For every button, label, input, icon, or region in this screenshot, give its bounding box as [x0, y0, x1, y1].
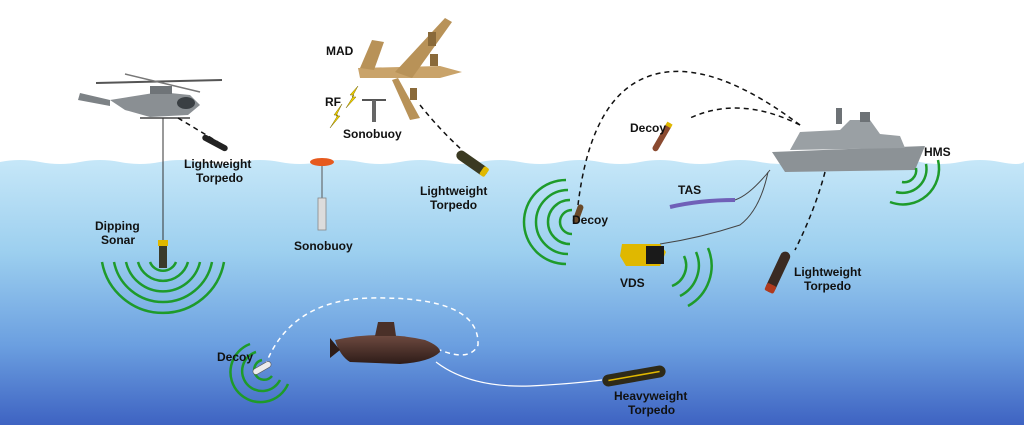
decoy-sea-rings [522, 178, 573, 266]
aircraft-lightweight-torpedo [456, 150, 489, 177]
label-lightweight-torpedo-heli-1: Lightweight [184, 157, 251, 171]
ship-lightweight-torpedo [764, 251, 791, 294]
submarine [330, 322, 440, 364]
heavyweight-torpedo-wire [435, 361, 603, 387]
tas-array [669, 198, 736, 209]
label-mad: MAD [326, 44, 354, 58]
label-hms: HMS [924, 145, 951, 159]
vds-cable [659, 171, 769, 245]
label-lightweight-torpedo-ship-2: Torpedo [804, 279, 851, 293]
label-decoy-air: Decoy [630, 121, 666, 135]
label-sonobuoy-air: Sonobuoy [343, 127, 402, 141]
label-dipping-sonar-1: Dipping [95, 219, 140, 233]
heli-lightweight-torpedo [202, 134, 228, 152]
heavyweight-torpedo [602, 365, 666, 387]
tas-cable [734, 169, 771, 201]
air-sonobuoy [362, 99, 386, 122]
label-lightweight-torpedo-ship-1: Lightweight [794, 265, 861, 279]
dipping-sonar-rings [100, 261, 226, 315]
label-decoy-sub: Decoy [217, 350, 253, 364]
label-decoy-sea: Decoy [572, 213, 608, 227]
vds-sonar-rings [671, 247, 713, 308]
label-lightweight-torpedo-plane-2: Torpedo [430, 198, 477, 212]
frigate [772, 108, 925, 172]
vds-body [620, 244, 666, 266]
decoy-short-path [689, 107, 801, 126]
dipping-sonar-body [158, 240, 168, 268]
label-vds: VDS [620, 276, 645, 290]
label-lightweight-torpedo-heli-2: Torpedo [196, 171, 243, 185]
ship-torpedo-path [794, 171, 826, 251]
aircraft-torpedo-path [419, 104, 463, 151]
label-heavyweight-torpedo-1: Heavyweight [614, 389, 687, 403]
label-tas: TAS [678, 183, 701, 197]
rf-lightning-icon [329, 85, 359, 129]
label-dipping-sonar-2: Sonar [101, 233, 135, 247]
decoy-sea-body [572, 204, 584, 224]
label-heavyweight-torpedo-2: Torpedo [628, 403, 675, 417]
patrol-aircraft [358, 18, 462, 120]
label-rf: RF [325, 95, 341, 109]
decoy-long-path [577, 70, 801, 206]
water-sonobuoy [310, 158, 334, 231]
decoy-above-sea [652, 121, 673, 152]
hms-sonar-rings [889, 159, 941, 206]
helicopter [78, 73, 223, 119]
label-lightweight-torpedo-plane-1: Lightweight [420, 184, 487, 198]
sub-decoy-rings [229, 342, 290, 404]
sea [0, 160, 1024, 425]
sub-decoy-body [252, 361, 272, 375]
label-sonobuoy-water: Sonobuoy [294, 239, 353, 253]
